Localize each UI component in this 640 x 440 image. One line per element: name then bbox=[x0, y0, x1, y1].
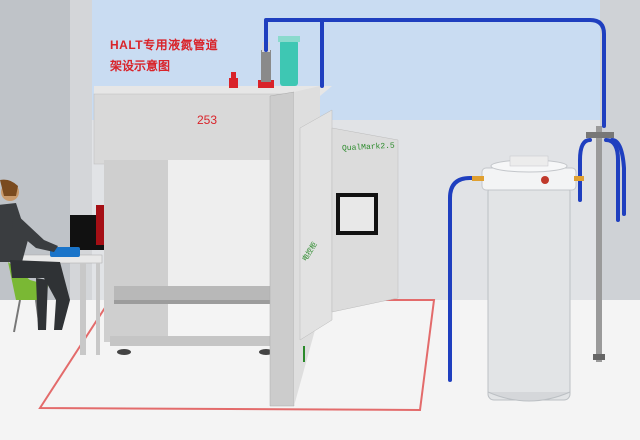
manifold-rod bbox=[596, 126, 602, 362]
diagram-subtitle: 架设示意图 bbox=[110, 59, 171, 73]
workstation bbox=[0, 179, 110, 355]
floor-marking bbox=[38, 299, 436, 412]
ln2-tank-pipe bbox=[448, 176, 492, 382]
ln2-branch-3 bbox=[610, 138, 626, 216]
ln2-inlet-cylinder bbox=[280, 40, 298, 86]
halt-chamber bbox=[93, 36, 399, 407]
chamber-number-label: 253 bbox=[197, 113, 218, 127]
chamber-left-pillar bbox=[104, 160, 168, 342]
door-panel bbox=[299, 109, 333, 341]
keyboard-icon bbox=[50, 247, 80, 257]
chamber-opening bbox=[168, 160, 274, 294]
chamber-front-top bbox=[93, 93, 295, 165]
ln2-branch-1 bbox=[578, 138, 592, 202]
operator-figure bbox=[0, 179, 70, 330]
nitrogen-tank-icon bbox=[472, 155, 584, 402]
chamber-door bbox=[269, 91, 295, 407]
chamber-base bbox=[110, 336, 270, 346]
chamber-tray bbox=[114, 286, 274, 300]
chamber-top bbox=[94, 86, 332, 96]
ln2-main-pipe bbox=[264, 18, 606, 128]
tank-body bbox=[487, 185, 571, 401]
diagram-title: HALT专用液氮管道 bbox=[110, 38, 219, 52]
ln2-branch-2 bbox=[604, 138, 620, 222]
valve-icon bbox=[229, 78, 238, 88]
